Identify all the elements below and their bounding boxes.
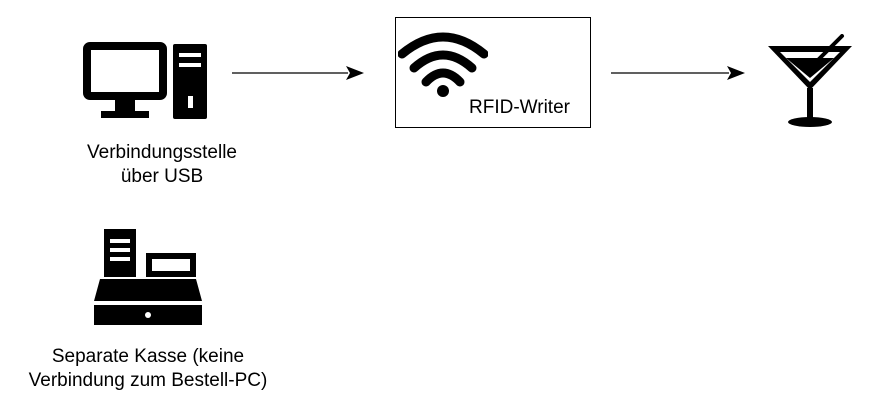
- pc-caption: Verbindungsstelle über USB: [52, 141, 272, 189]
- register-caption-line-2: Verbindung zum Bestell-PC): [28, 370, 268, 391]
- rfid-writer-label: RFID-Writer: [469, 97, 570, 118]
- arrow-pc-to-writer: [232, 66, 364, 80]
- register-caption: Separate Kasse (keine Verbindung zum Bes…: [0, 345, 296, 393]
- arrow-writer-to-drink: [611, 66, 745, 80]
- pc-caption-line-1: Verbindungsstelle: [87, 142, 237, 163]
- pc-caption-line-2: über USB: [120, 166, 204, 187]
- cash-register-icon: [94, 229, 202, 325]
- register-caption-line-1: Separate Kasse (keine: [51, 346, 245, 367]
- wifi-icon: [398, 32, 488, 97]
- desktop-computer-icon: [83, 42, 207, 119]
- cocktail-glass-icon: [768, 34, 852, 127]
